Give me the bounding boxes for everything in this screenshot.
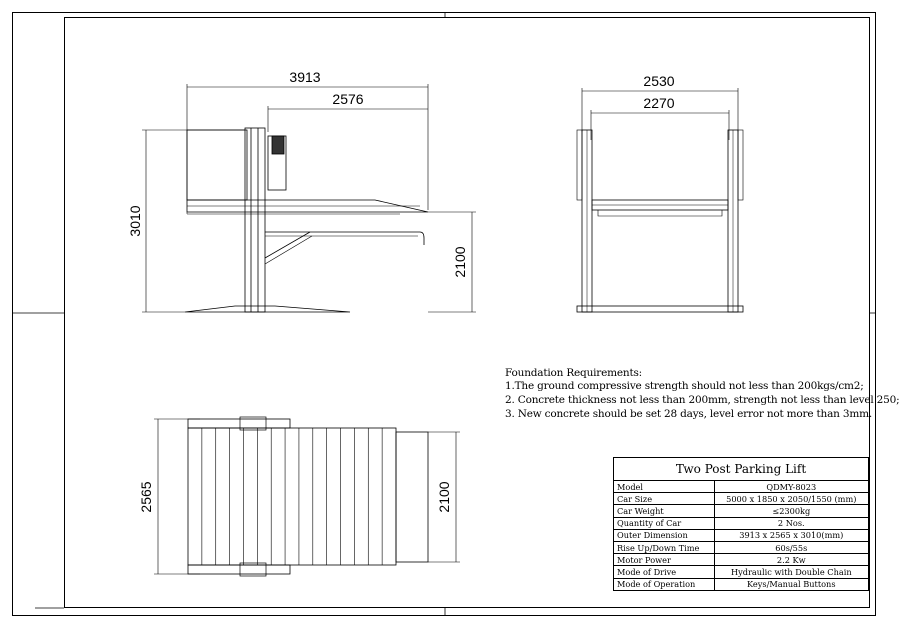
spec-title-row: Two Post Parking Lift	[613, 457, 869, 481]
spec-value: 2.2 Kw	[713, 553, 870, 567]
spec-value: 3913 x 2565 x 3010(mm)	[713, 528, 870, 542]
spec-value: Keys/Manual Buttons	[713, 577, 870, 591]
spec-label: Mode of Operation	[613, 577, 715, 591]
spec-value: ≤2300kg	[713, 504, 870, 518]
dim-front-inner-width: 2270	[643, 95, 674, 111]
dim-top-platform-width: 2100	[436, 481, 452, 512]
spec-value: 2 Nos.	[713, 516, 870, 530]
sheet-border	[12, 12, 876, 616]
foundation-line-2: 2. Concrete thickness not less than 200m…	[505, 394, 899, 406]
spec-label: Car Size	[613, 492, 715, 506]
spec-label: Rise Up/Down Time	[613, 540, 715, 555]
spec-value: Hydraulic with Double Chain	[713, 565, 870, 579]
dim-front-outer-width: 2530	[643, 73, 674, 89]
table-row: Car Weight≤2300kg	[613, 504, 870, 518]
spec-label: Car Weight	[613, 504, 715, 518]
foundation-heading: Foundation Requirements:	[505, 367, 643, 379]
top-view	[154, 416, 460, 577]
spec-value: 5000 x 1850 x 2050/1550 (mm)	[713, 492, 870, 506]
dim-top-total-width: 2565	[138, 481, 154, 512]
platform-slats	[201, 428, 383, 565]
spec-label: Model	[613, 479, 715, 494]
spec-value: QDMY-8023	[713, 479, 870, 494]
spec-value: 60s/55s	[713, 540, 870, 555]
foundation-line-3: 3. New concrete should be set 28 days, l…	[505, 408, 872, 420]
front-view	[576, 88, 744, 313]
spec-title: Two Post Parking Lift	[613, 457, 869, 481]
spec-label: Motor Power	[613, 553, 715, 567]
dim-side-total-height: 3010	[127, 205, 143, 236]
side-view	[142, 84, 476, 313]
spec-label: Outer Dimension	[613, 528, 715, 542]
spec-label: Quantity of Car	[613, 516, 715, 530]
foundation-line-1: 1.The ground compressive strength should…	[505, 380, 864, 392]
dim-side-platform-height: 2100	[452, 246, 468, 277]
dim-side-platform-width: 2576	[332, 91, 363, 107]
spec-label: Mode of Drive	[613, 565, 715, 579]
dim-side-total-width: 3913	[289, 69, 320, 85]
